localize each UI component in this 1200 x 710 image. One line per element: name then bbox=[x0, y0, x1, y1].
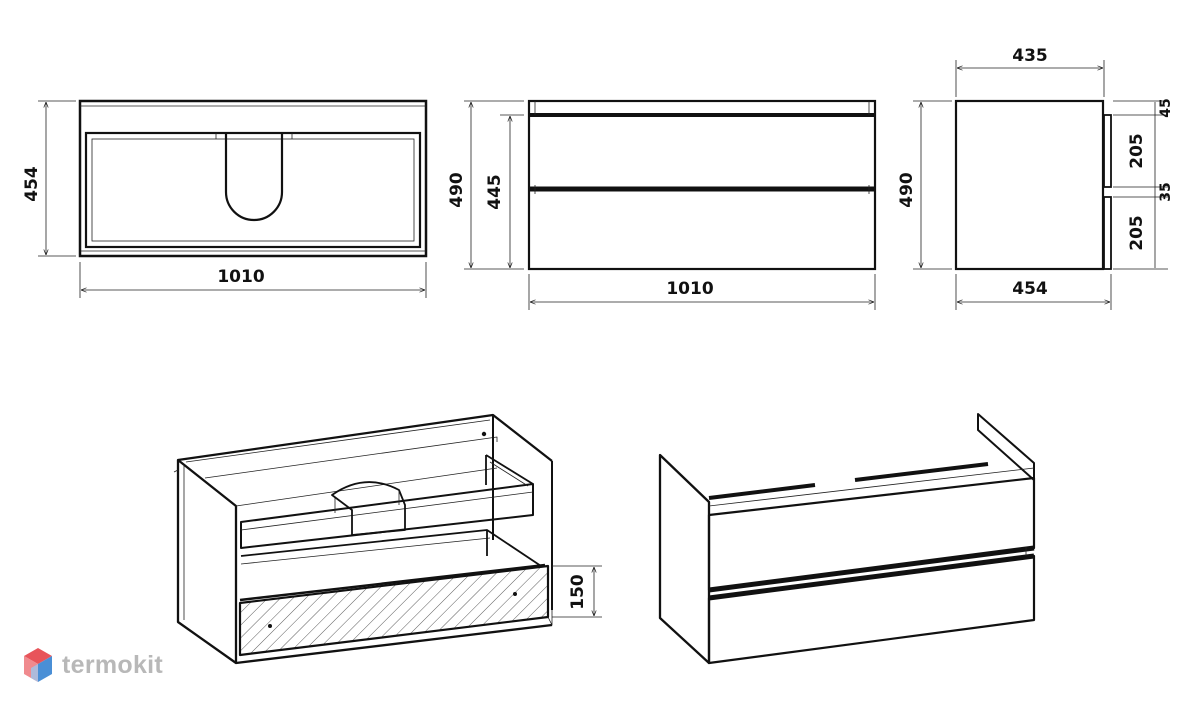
brand-name: termokit bbox=[62, 650, 164, 679]
iso-closed-right-panel bbox=[977, 413, 1035, 481]
brand-cube-icon bbox=[24, 648, 52, 682]
side-view: 435 454 490 45 205 35 205 bbox=[897, 46, 1174, 310]
front-outer bbox=[527, 99, 877, 271]
top-view: 1010 454 bbox=[22, 99, 428, 298]
iso-siphon-cutout bbox=[331, 481, 406, 536]
dim-iso-drawer-front: 150 bbox=[568, 574, 588, 610]
dim-top-depth: 454 bbox=[22, 166, 42, 202]
dim-side-bottom-depth: 454 bbox=[1012, 279, 1048, 299]
iso-drawer-front-hatched bbox=[238, 564, 550, 657]
siphon-cutout bbox=[224, 133, 284, 222]
top-inner-panel bbox=[91, 138, 415, 242]
iso-closed-upper-drawer bbox=[707, 476, 1036, 592]
dim-side-height: 490 bbox=[897, 172, 917, 208]
dim-side-lower-drawer: 205 bbox=[1127, 215, 1147, 251]
dim-side-middle-gap: 35 bbox=[1158, 182, 1174, 201]
side-upper-front bbox=[1103, 114, 1112, 188]
dim-side-upper-drawer: 205 bbox=[1127, 133, 1147, 169]
top-inner-frame bbox=[84, 131, 422, 249]
brand-logo: termokit bbox=[22, 646, 163, 684]
side-lower-front bbox=[1103, 196, 1112, 270]
dim-side-top-depth: 435 bbox=[1012, 46, 1048, 66]
dim-top-width: 1010 bbox=[217, 267, 264, 287]
front-view: 1010 490 445 bbox=[447, 99, 877, 310]
dim-front-total-height: 490 bbox=[447, 172, 467, 208]
iso-closed-lower-drawer bbox=[707, 554, 1036, 665]
iso-upper-drawer bbox=[240, 483, 534, 549]
side-body bbox=[954, 99, 1105, 271]
dim-side-top-gap: 45 bbox=[1158, 98, 1174, 117]
iso-closed-view bbox=[658, 413, 1036, 665]
dim-front-height: 445 bbox=[485, 174, 505, 210]
dim-front-width: 1010 bbox=[666, 279, 713, 299]
iso-open-view: 150 bbox=[173, 413, 602, 665]
iso-closed-left-panel bbox=[658, 453, 711, 665]
iso-left-panel bbox=[176, 458, 238, 665]
top-outer bbox=[78, 99, 428, 258]
